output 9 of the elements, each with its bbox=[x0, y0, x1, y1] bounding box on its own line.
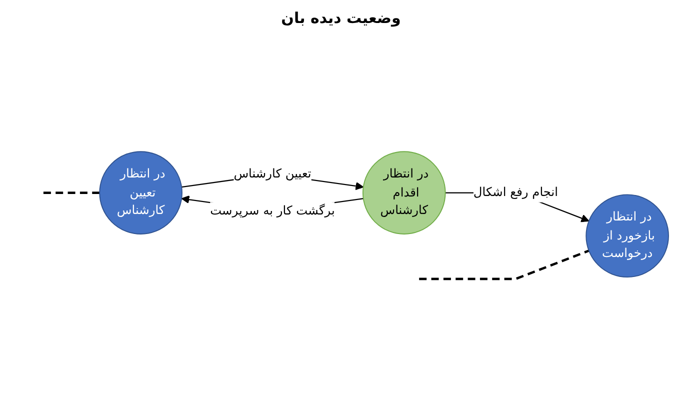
connector bbox=[419, 250, 590, 280]
edge-label: انجام رفع اشکال bbox=[473, 186, 558, 200]
diagram-title: وضعیت دیده بان bbox=[281, 9, 401, 27]
edge-label: تعیین کارشناس bbox=[234, 167, 312, 182]
node-circle: در انتظار تعیین کارشناس bbox=[99, 151, 182, 234]
node-circle: در انتظار اقدام کارشناس bbox=[362, 151, 446, 234]
edge-label: برگشت کار به سرپرست bbox=[210, 204, 335, 218]
connector bbox=[43, 192, 100, 194]
node-circle: در انتظار بازخورد از درخواست bbox=[586, 194, 669, 278]
